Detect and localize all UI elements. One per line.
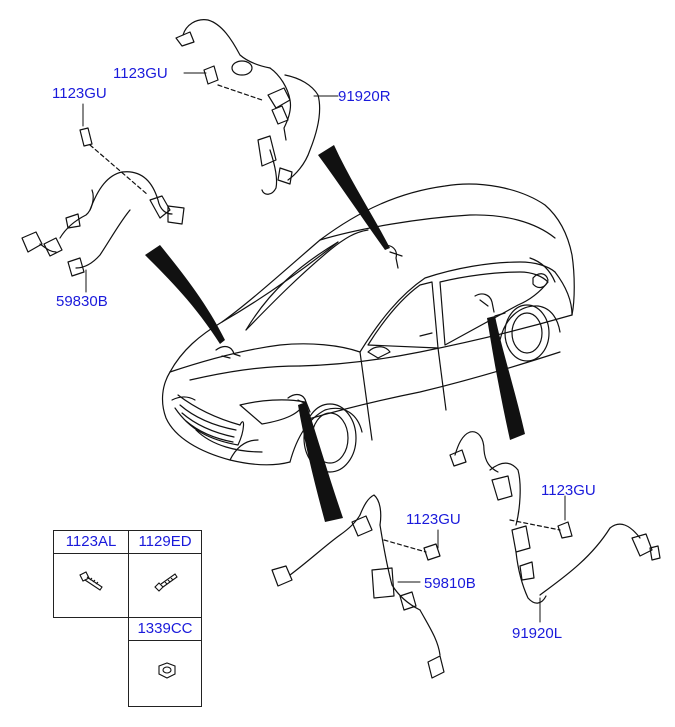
- legend-cell-1129ed: 1129ED: [128, 530, 202, 618]
- legend-cell-label: 1129ED: [129, 531, 201, 554]
- label-1123gu-top-center: 1123GU: [113, 65, 168, 82]
- fastener-legend-table: 1123AL 1129ED 1339CC: [53, 530, 202, 707]
- leader-wedges: [145, 145, 525, 522]
- label-91920l: 91920L: [512, 625, 563, 642]
- sensor-91920l-illustration: [449, 431, 661, 604]
- label-leader-lines: [82, 72, 566, 623]
- label-1123gu-bottom-right: 1123GU: [541, 482, 596, 499]
- legend-cell-label: 1339CC: [129, 618, 201, 641]
- sensor-59830b-illustration: [21, 127, 185, 277]
- label-59810b: 59810B: [424, 575, 476, 592]
- label-1123gu-top-left: 1123GU: [52, 85, 107, 102]
- label-91920r: 91920R: [338, 88, 391, 105]
- legend-cell-1339cc: 1339CC: [128, 617, 202, 707]
- car-body-illustration: [161, 183, 575, 473]
- sensor-59810b-illustration: [271, 494, 445, 679]
- sensor-91920r-illustration: [175, 19, 321, 195]
- label-59830b: 59830B: [56, 293, 108, 310]
- legend-cell-1123al: 1123AL: [53, 530, 129, 618]
- bolt-icon: [154, 573, 178, 592]
- bolt-icon: [79, 571, 103, 591]
- nut-icon: [158, 662, 176, 679]
- legend-cell-label: 1123AL: [54, 531, 128, 554]
- label-1123gu-bottom-center: 1123GU: [406, 511, 461, 528]
